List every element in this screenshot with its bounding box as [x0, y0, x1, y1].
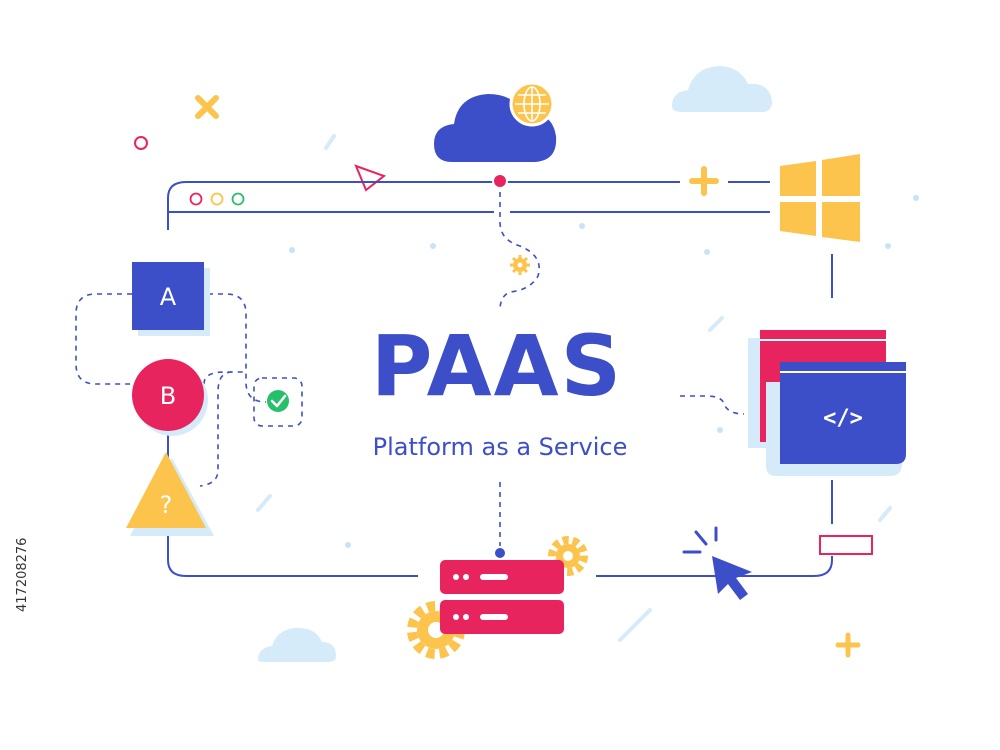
windows-logo-icon — [780, 154, 860, 242]
plus-mark-icon — [689, 166, 719, 196]
stock-id: 417208276 — [15, 538, 30, 612]
globe-icon — [509, 81, 555, 127]
cloud-icon — [672, 66, 772, 112]
gear-icon — [510, 255, 530, 275]
rect-mark — [819, 535, 873, 555]
cloud-icon — [434, 94, 557, 162]
diagram-title: PAAS — [371, 317, 623, 415]
check-icon — [267, 390, 289, 412]
cloud-icon — [258, 628, 336, 662]
node-b: B — [132, 359, 208, 436]
cross-mark-icon — [195, 95, 219, 119]
node-b-label: B — [160, 382, 176, 410]
code-label: </> — [823, 406, 863, 431]
node-question: ? — [126, 452, 214, 536]
node-a-label: A — [160, 283, 177, 311]
diagram-subtitle: Platform as a Service — [373, 433, 628, 461]
check-node — [253, 377, 303, 427]
server-icon — [440, 560, 564, 634]
ring-mark — [134, 136, 148, 150]
connector-dot — [493, 546, 507, 560]
window-dot-yellow — [210, 192, 224, 206]
code-window-icon: </> — [748, 330, 906, 476]
cursor-icon — [682, 526, 752, 600]
decor-clouds — [258, 66, 772, 662]
decor-marks — [134, 95, 919, 658]
plus-mark-icon — [835, 632, 861, 658]
triangle-mark — [354, 164, 387, 192]
cloud-globe-node — [434, 81, 557, 189]
flow-connectors — [75, 293, 267, 487]
window-dot-green — [231, 192, 245, 206]
node-question-label: ? — [160, 491, 173, 519]
connector-dot — [492, 173, 508, 189]
node-a: A — [132, 262, 210, 336]
window-dot-red — [189, 192, 203, 206]
